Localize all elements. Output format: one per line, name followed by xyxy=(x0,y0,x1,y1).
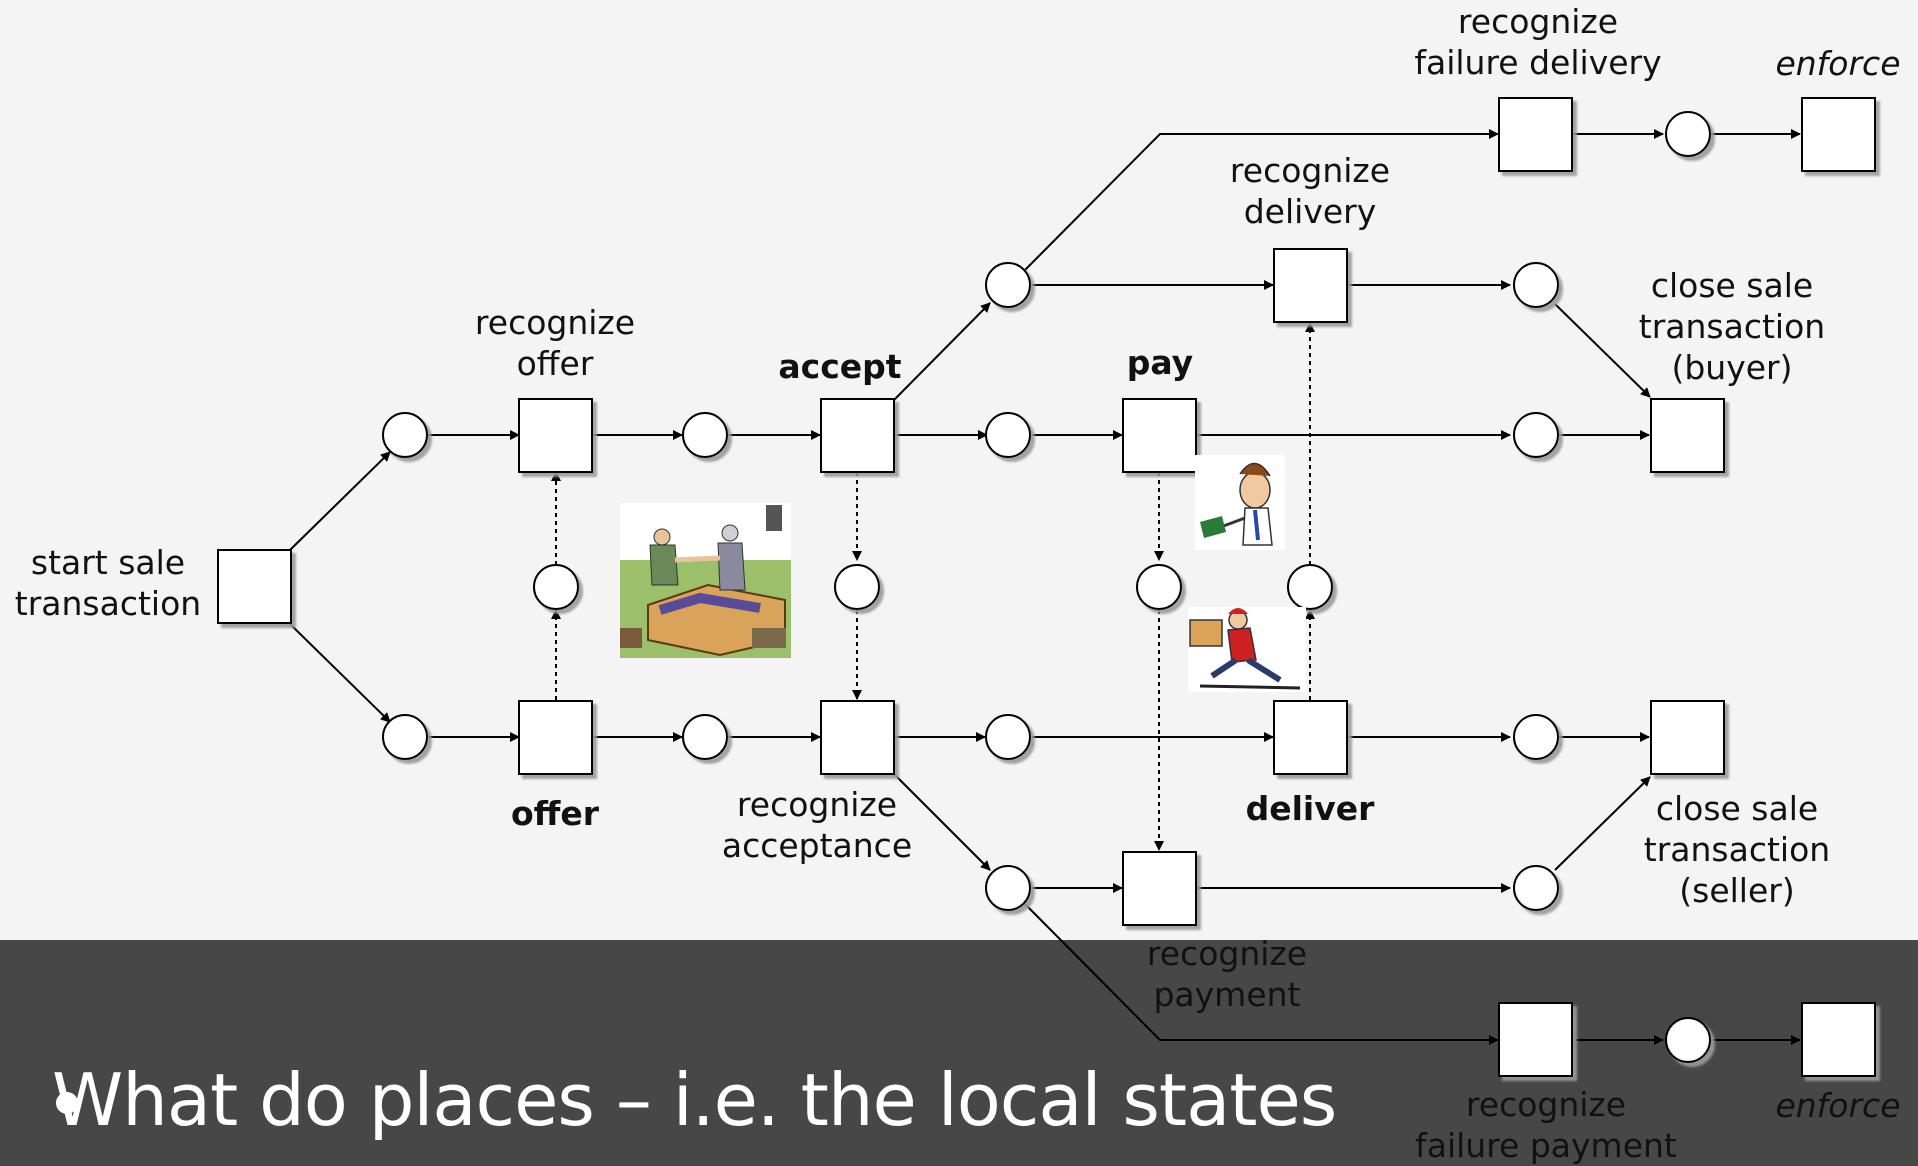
transition-offer xyxy=(518,700,593,775)
place xyxy=(985,262,1031,308)
transition-recognize-failure-payment xyxy=(1498,1002,1573,1077)
transition-pay xyxy=(1122,398,1197,473)
arc xyxy=(893,773,991,871)
place xyxy=(1665,111,1711,157)
transition-accept xyxy=(820,398,895,473)
arc xyxy=(1554,776,1651,871)
place xyxy=(1513,412,1559,458)
place xyxy=(1513,262,1559,308)
place xyxy=(682,412,728,458)
bottom-band xyxy=(0,940,1918,1166)
transition-deliver xyxy=(1273,700,1348,775)
arc xyxy=(289,451,391,551)
bullet-icon xyxy=(56,1092,78,1114)
label-deliver: deliver xyxy=(1246,789,1376,828)
transition-recognize-acceptance xyxy=(820,700,895,775)
place xyxy=(1665,1017,1711,1063)
transition-recognize-payment xyxy=(1122,851,1197,926)
transition-recognize-offer xyxy=(518,398,593,473)
label-enforce-top: enforce xyxy=(1775,44,1900,83)
place xyxy=(682,714,728,760)
label-offer: offer xyxy=(511,794,600,833)
label-pay: pay xyxy=(1127,343,1193,382)
contract-signing-picture xyxy=(620,503,791,658)
arc xyxy=(893,302,991,401)
place xyxy=(1136,564,1182,610)
bullet-text: What do places – i.e. the local states xyxy=(52,1058,1337,1142)
place xyxy=(533,564,579,610)
label-accept: accept xyxy=(778,347,901,386)
arc xyxy=(1024,129,1499,271)
transition-close-buyer xyxy=(1650,398,1725,473)
label-enforce-bottom: enforce xyxy=(1775,1086,1900,1125)
place xyxy=(834,564,880,610)
place xyxy=(1513,865,1559,911)
place xyxy=(1513,714,1559,760)
transition-recognize-failure-delivery xyxy=(1498,97,1573,172)
transition-start-sale xyxy=(217,549,292,624)
arc xyxy=(289,623,391,723)
place xyxy=(382,714,428,760)
place xyxy=(985,865,1031,911)
place xyxy=(1287,564,1333,610)
place xyxy=(985,714,1031,760)
arc xyxy=(1554,303,1651,398)
transition-recognize-delivery xyxy=(1273,248,1348,323)
transition-enforce-bottom xyxy=(1801,1002,1876,1077)
transition-enforce-top xyxy=(1801,97,1876,172)
interface-arcs xyxy=(551,322,1315,851)
arcs xyxy=(289,129,1801,1045)
place xyxy=(985,412,1031,458)
arc xyxy=(1024,903,1499,1045)
place xyxy=(382,412,428,458)
paying-man-picture xyxy=(1195,455,1285,550)
transition-close-seller xyxy=(1650,700,1725,775)
delivery-man-picture xyxy=(1188,607,1306,692)
